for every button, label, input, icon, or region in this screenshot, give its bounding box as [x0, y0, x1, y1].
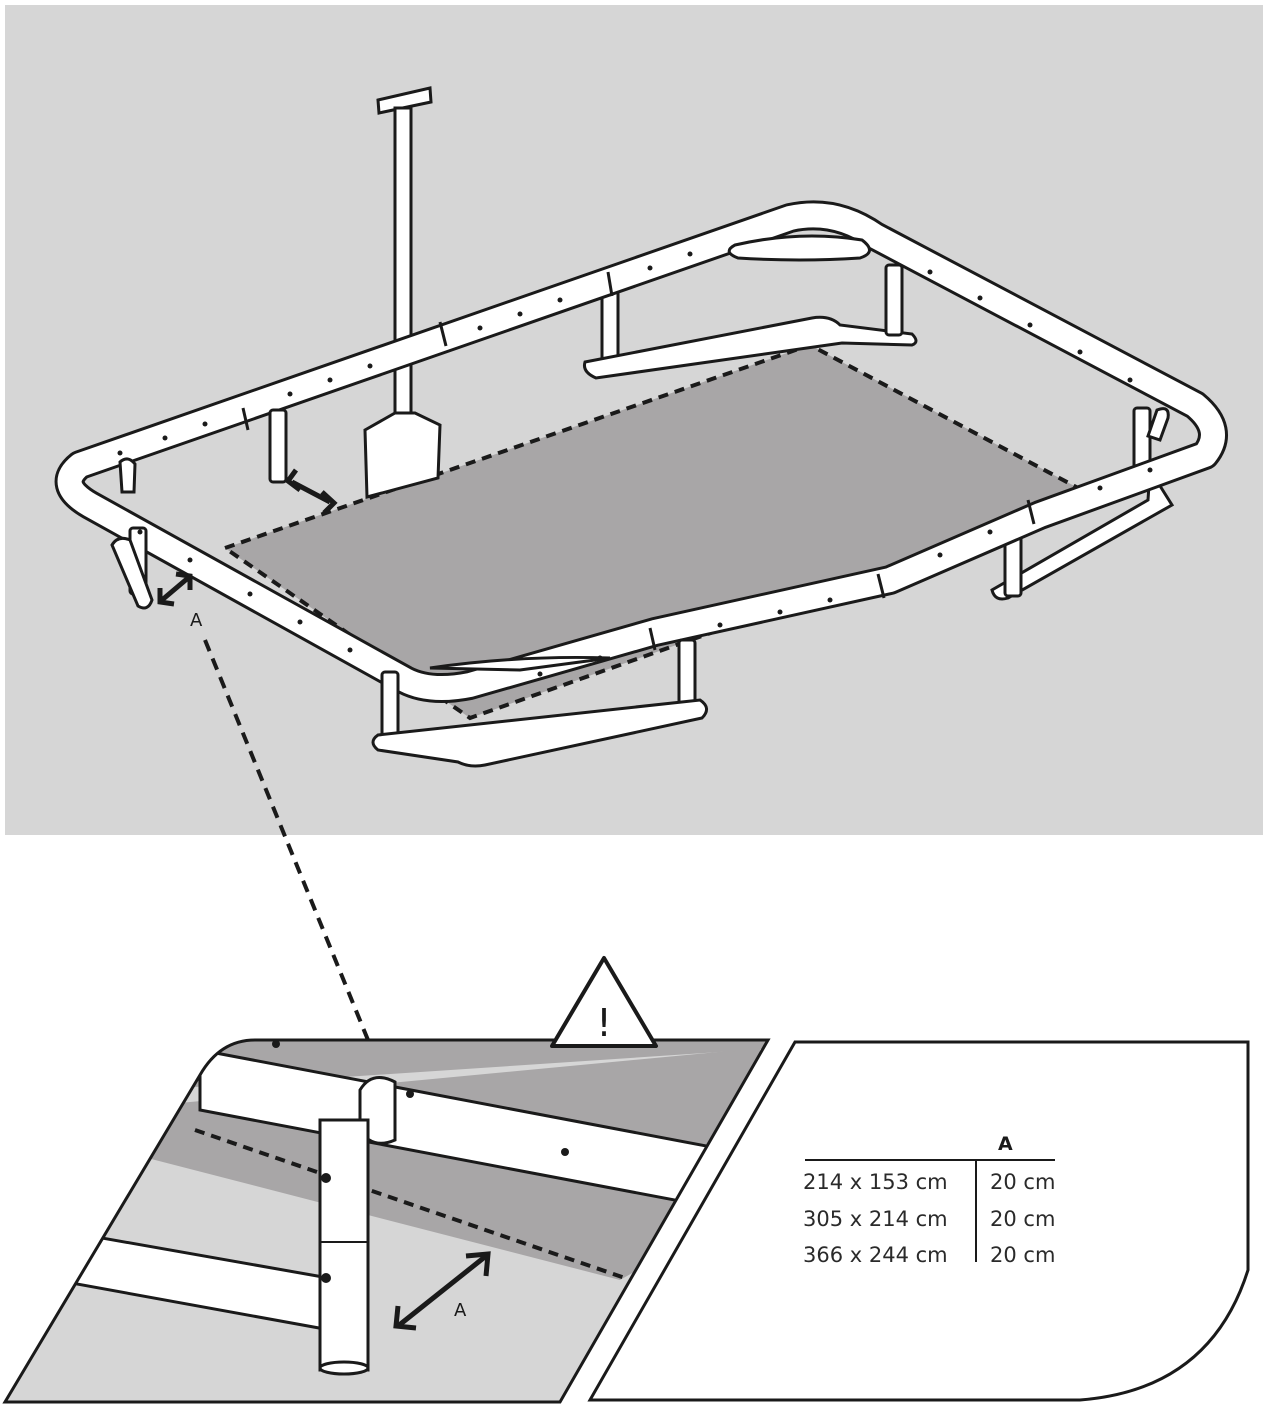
dimensions-panel: A 214 x 153 cm 20 cm 305 x 214 cm 20 cm …: [587, 1040, 1250, 1402]
frame-rail-fill: [57, 203, 1225, 700]
rail-pad: [727, 234, 871, 262]
double-arrow-icon: [284, 468, 338, 515]
table-column-header: A: [998, 1133, 1013, 1155]
double-arrow-icon: [157, 571, 193, 607]
detail-rail-tube: [198, 1048, 768, 1222]
warning-triangle-icon: !: [550, 956, 658, 1048]
table-size-cell: 214 x 153 cm: [803, 1170, 948, 1194]
marker-a-detail: A: [454, 1300, 467, 1321]
detail-pit-edge: [194, 1128, 626, 1280]
rail-rivets: [117, 251, 1153, 677]
rail-joints: [241, 271, 1036, 651]
table-value-cell: 20 cm: [990, 1207, 1055, 1231]
warning-symbol: !: [596, 1001, 611, 1045]
overview-panel: A: [5, 5, 1263, 835]
double-arrow-icon: [393, 1251, 491, 1331]
table-size-cell: 366 x 244 cm: [803, 1243, 948, 1267]
table-value-cell: 20 cm: [990, 1243, 1055, 1267]
front-legs: [110, 408, 708, 768]
marker-a-top: A: [190, 610, 203, 631]
table-size-cell: 305 x 214 cm: [803, 1207, 948, 1231]
detail-leader-line: [203, 639, 370, 1041]
pit-area: [225, 345, 1095, 718]
detail-leg: [318, 1118, 370, 1372]
detail-pit-band: [5, 1048, 760, 1280]
table-value-cell: 20 cm: [990, 1170, 1055, 1194]
